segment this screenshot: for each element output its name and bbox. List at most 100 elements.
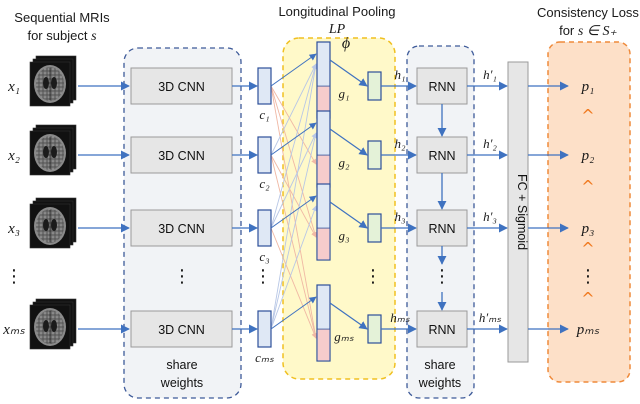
cnn-block (130, 67, 233, 105)
input-header-line2: for subject s (27, 28, 97, 44)
ellipsis-mark: ⋮ (433, 266, 451, 287)
cross-connection (270, 63, 318, 330)
probability-label: p₃ (581, 221, 595, 237)
input-label: x₁ (7, 79, 20, 95)
cnn-block (130, 310, 233, 348)
loss-group-box (547, 41, 631, 383)
history-connection (270, 85, 317, 165)
input-header-line1: Sequential MRIs (14, 10, 110, 25)
probability-label: p₁ (581, 79, 595, 95)
hidden-label-h: hₘₛ (390, 310, 410, 325)
mri-scan-image (29, 124, 77, 176)
pooled-vector-history-part (317, 155, 330, 187)
pooling-cross-connections (270, 63, 318, 339)
hidden-label-h: h₂ (394, 136, 406, 151)
phi-label: ϕ (342, 35, 350, 52)
feature-vector-c (257, 310, 272, 348)
feature-vector-c (257, 67, 272, 105)
encoded-vector (367, 71, 382, 101)
probability-label: p₂ (581, 148, 595, 164)
pooled-label-g: gₘₛ (334, 329, 354, 344)
ellipsis-row: ⋮⋮⋮⋮⋮⋮^^^^ (5, 106, 597, 308)
pooled-label-g: g₁ (338, 86, 349, 101)
cross-connection (270, 132, 318, 330)
arrow-phi (329, 302, 368, 330)
rnn-block-label: RNN (428, 149, 455, 163)
history-connection (270, 85, 318, 238)
probability-label: pₘₛ (576, 322, 600, 338)
mri-scan-image (29, 298, 77, 350)
loss-header-line2: for s ∈ S₊ (559, 23, 617, 39)
mri-scan-image (29, 55, 77, 107)
input-label: xₘₛ (2, 322, 25, 338)
ellipsis-mark: ⋮ (173, 266, 191, 287)
history-connection (270, 154, 318, 339)
pooled-vector-history-part (317, 228, 330, 260)
arrow-phi (329, 201, 368, 229)
rnn-output-label: h′₃ (483, 209, 497, 224)
cross-connection (270, 132, 317, 229)
feature-label-c: cₘₛ (255, 350, 274, 365)
history-connection (270, 227, 317, 339)
cross-connection (270, 63, 318, 229)
pooled-vector-history-part (317, 86, 330, 118)
pooled-label-g: g₃ (338, 228, 349, 243)
hidden-label-h: h₃ (394, 209, 405, 224)
pooled-vector-history-part (317, 329, 330, 361)
rnn-output-label: h′ₘₛ (479, 310, 501, 325)
cnn-share-weights-line1: share (166, 358, 197, 372)
input-label: x₃ (7, 221, 20, 237)
loss-header-line1: Consistency Loss (537, 5, 639, 20)
loss-header-prefix: for (559, 23, 578, 38)
cnn-share-weights-line2: weights (160, 376, 203, 390)
pooled-label-g: g₂ (338, 155, 350, 170)
row-2: x₂ 3D CNN c₂ g₂ h₂ RNN h′₂ p₂ (7, 110, 595, 191)
pooling-abbr: LP (328, 22, 346, 37)
encoded-vector (367, 213, 382, 243)
fc-sigmoid-block (507, 61, 529, 363)
order-constraint-symbol: ^ (581, 239, 594, 258)
rnn-output-label: h′₁ (483, 67, 497, 82)
ellipsis-mark: ⋮ (579, 266, 597, 287)
mri-scan-image (29, 197, 77, 249)
rnn-block (416, 136, 468, 174)
feature-vector-c (257, 209, 272, 247)
arrow-feature-to-pool (270, 122, 317, 156)
encoded-vector (367, 314, 382, 344)
rnn-share-weights-line1: share (424, 358, 455, 372)
cnn-block-label: 3D CNN (158, 149, 205, 163)
input-label: x₂ (7, 148, 20, 164)
row-3: x₃ 3D CNN c₃ g₃ h₃ RNN h′₃ p₃ (7, 183, 595, 264)
feature-label-c: c₃ (259, 249, 269, 264)
ellipsis-mark: ⋮ (254, 266, 272, 287)
cross-connection (270, 63, 317, 156)
arrow-feature-to-pool (270, 296, 317, 330)
ellipsis-mark: ⋮ (364, 266, 382, 287)
input-header-var: s (91, 29, 97, 44)
arrow-feature-to-pool (270, 195, 317, 229)
cnn-block-label: 3D CNN (158, 80, 205, 94)
order-constraint-symbol: ^ (581, 177, 594, 196)
feature-label-c: c₂ (259, 176, 270, 191)
hidden-label-h: h₁ (394, 67, 405, 82)
arrow-feature-to-pool (270, 53, 317, 87)
loss-header-math: s ∈ S₊ (578, 24, 618, 39)
order-constraint-symbol: ^ (581, 106, 594, 125)
feature-vector-c (257, 136, 272, 174)
feature-label-c: c₁ (259, 107, 269, 122)
cnn-block (130, 136, 233, 174)
cnn-block-label: 3D CNN (158, 222, 205, 236)
rnn-block-label: RNN (428, 222, 455, 236)
fc-sigmoid-label: FC + Sigmoid (515, 174, 529, 250)
pooling-header: Longitudinal Pooling (278, 4, 395, 19)
cross-connection (270, 205, 317, 330)
rnn-block (416, 310, 468, 348)
rnn-share-weights-line2: weights (418, 376, 461, 390)
sequence-rows: x₁ 3D CNN c₁ g₁ h₁ RNN h′₁ p₁ x₂ 3D CNN c₂ g₂ h₂ RNN h… (2, 35, 599, 365)
rnn-output-label: h′₂ (483, 136, 497, 151)
rnn-block-label: RNN (428, 80, 455, 94)
encoded-vector (367, 140, 382, 170)
arrow-phi (329, 59, 368, 87)
